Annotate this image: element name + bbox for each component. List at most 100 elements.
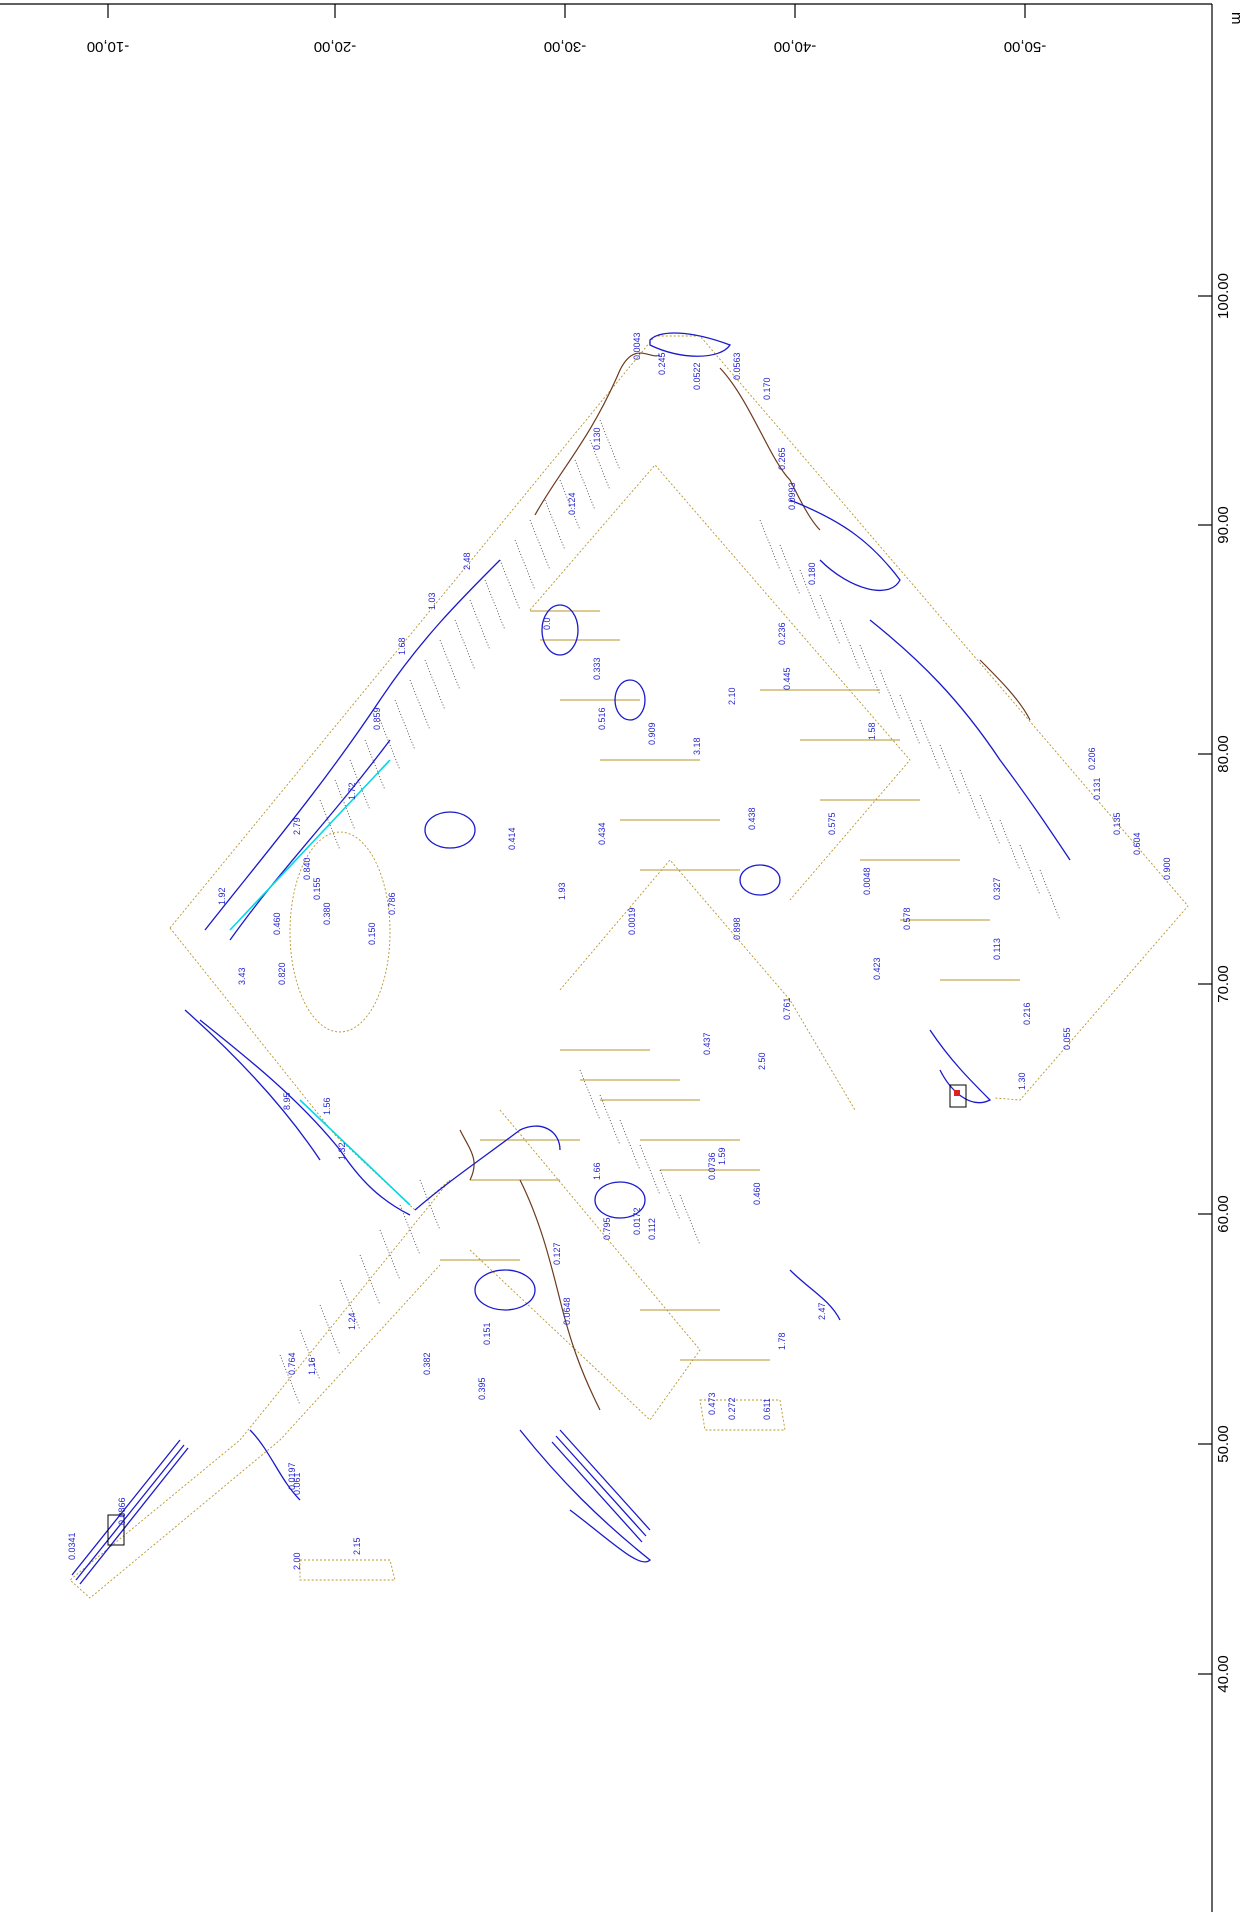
contour-value-label: 0.604 bbox=[1132, 832, 1142, 855]
contour-band bbox=[71, 1439, 189, 1585]
contour-value-label: 0.0 bbox=[542, 617, 552, 630]
contour-value-label: 1.03 bbox=[427, 592, 437, 610]
contour-value-label: 0.820 bbox=[277, 962, 287, 985]
right-axis: 100.00 90.00 80.00 70.00 60.00 50.00 40.… bbox=[1198, 273, 1232, 1693]
contour-value-label: 0.0019 bbox=[627, 907, 637, 935]
contour-value-label: 0.460 bbox=[752, 1182, 762, 1205]
contour-value-label: 0.0736 bbox=[707, 1152, 717, 1180]
contour-value-label: 2.48 bbox=[462, 552, 472, 570]
contour-value-label: 3.43 bbox=[237, 967, 247, 985]
contour-value-label: 0.055 bbox=[1062, 1027, 1072, 1050]
contour-value-label: 1.30 bbox=[1017, 1072, 1027, 1090]
contour-value-label: 0.438 bbox=[747, 807, 757, 830]
contour-line bbox=[719, 367, 821, 531]
contour-line bbox=[519, 1429, 651, 1563]
contour-value-label: 1.16 bbox=[307, 1357, 317, 1375]
right-tick-label: 100.00 bbox=[1215, 273, 1232, 319]
right-tick-label: 60.00 bbox=[1215, 1195, 1232, 1233]
contour-band bbox=[551, 1429, 651, 1543]
contour-value-label: 0.0172 bbox=[632, 1207, 642, 1235]
mesh-outline-upper bbox=[169, 335, 1189, 1101]
mesh-strut bbox=[440, 1049, 770, 1361]
mesh-inner-upper bbox=[529, 464, 911, 901]
contour-loop bbox=[739, 864, 781, 896]
contour-value-label: 0.786 bbox=[387, 892, 397, 915]
contour-value-label: 0.151 bbox=[482, 1322, 492, 1345]
contour-line bbox=[979, 659, 1031, 721]
contour-value-label: 0.0563 bbox=[732, 352, 742, 380]
cyan-lines bbox=[229, 759, 411, 1206]
contour-value-label: 0.131 bbox=[1092, 777, 1102, 800]
top-tick-label: -40,00 bbox=[774, 38, 817, 55]
contour-value-label: 0.0522 bbox=[692, 362, 702, 390]
marker-box bbox=[107, 1514, 125, 1546]
contour-value-label: 0.898 bbox=[732, 917, 742, 940]
contour-value-label: 0.909 bbox=[647, 722, 657, 745]
contour-value-label: 0.764 bbox=[287, 1352, 297, 1375]
contour-value-label: 0.124 bbox=[567, 492, 577, 515]
contour-value-label: 1.32 bbox=[337, 1142, 347, 1160]
contour-value-label: 0.382 bbox=[422, 1352, 432, 1375]
contour-value-label: 0.516 bbox=[597, 707, 607, 730]
contour-value-label: 1.72 bbox=[347, 782, 357, 800]
contour-value-label: 1.66 bbox=[592, 1162, 602, 1180]
contour-line bbox=[414, 1125, 561, 1211]
contour-line bbox=[204, 559, 501, 931]
mesh-lower-arm bbox=[69, 1179, 451, 1599]
contour-value-label: 0.216 bbox=[1022, 1002, 1032, 1025]
contour-value-label: 0.395 bbox=[477, 1377, 487, 1400]
contour-line bbox=[534, 352, 661, 516]
mesh-strut bbox=[530, 610, 1020, 981]
mesh-ellipse-hole bbox=[289, 831, 391, 1033]
contour-value-label: 0.578 bbox=[902, 907, 912, 930]
contour-line bbox=[869, 619, 1071, 861]
contour-line bbox=[199, 1019, 411, 1216]
contour-value-label: 0.112 bbox=[647, 1218, 657, 1240]
right-tick-label: 40.00 bbox=[1215, 1655, 1232, 1693]
cyan-line bbox=[229, 759, 391, 931]
contour-value-label: 1.92 bbox=[217, 887, 227, 905]
contour-value-label: 0.0048 bbox=[862, 867, 872, 895]
contour-line bbox=[249, 1429, 301, 1501]
contour-value-label: 0.150 bbox=[367, 922, 377, 945]
contour-value-label: 0.473 bbox=[707, 1392, 717, 1415]
contour-line bbox=[929, 1029, 992, 1104]
contour-line bbox=[519, 1179, 601, 1411]
contour-value-label: 0.380 bbox=[322, 902, 332, 925]
contour-loop bbox=[594, 1181, 646, 1219]
contour-value-label: 0.130 bbox=[592, 427, 602, 450]
contour-value-label: 0.611 bbox=[762, 1398, 772, 1420]
axis-unit-label: m bbox=[1228, 12, 1242, 25]
mesh-small-patch bbox=[299, 1559, 396, 1581]
contour-value-label: 0.265 bbox=[777, 447, 787, 470]
contour-line bbox=[789, 1269, 841, 1321]
contour-value-label: 0.113 bbox=[992, 938, 1002, 960]
contour-value-label: 0.437 bbox=[702, 1032, 712, 1055]
contour-value-label: 0.236 bbox=[777, 622, 787, 645]
mesh-boundaries bbox=[69, 335, 1189, 1599]
contour-value-label: 1.58 bbox=[867, 722, 877, 740]
contour-value-label: 0.840 bbox=[302, 857, 312, 880]
mesh-small-patch bbox=[699, 1399, 786, 1431]
blue-contours bbox=[71, 332, 1071, 1585]
contour-value-label: 2.00 bbox=[292, 1552, 302, 1570]
contour-value-label: 0.859 bbox=[372, 707, 382, 730]
contour-line bbox=[184, 1009, 321, 1161]
contour-value-label: 2.15 bbox=[352, 1537, 362, 1555]
contour-line bbox=[459, 1129, 475, 1181]
top-tick-label: -50,00 bbox=[1004, 38, 1047, 55]
contour-value-label: 0.327 bbox=[992, 877, 1002, 900]
contour-value-label: 0.333 bbox=[592, 657, 602, 680]
marker-red bbox=[954, 1090, 960, 1096]
contour-value-label: 0.0341 bbox=[67, 1532, 77, 1560]
top-tick-label: -30,00 bbox=[544, 38, 587, 55]
contour-loop bbox=[614, 679, 646, 721]
contour-value-label: 0.0648 bbox=[562, 1297, 572, 1325]
contour-value-label: 0.423 bbox=[872, 957, 882, 980]
marker-box bbox=[949, 1084, 967, 1108]
contour-value-label: 0.170 bbox=[762, 377, 772, 400]
contour-value-label: 0.0993 bbox=[787, 482, 797, 510]
contour-value-label: 1.24 bbox=[347, 1312, 357, 1330]
contour-value-label: 0.245 bbox=[657, 352, 667, 375]
